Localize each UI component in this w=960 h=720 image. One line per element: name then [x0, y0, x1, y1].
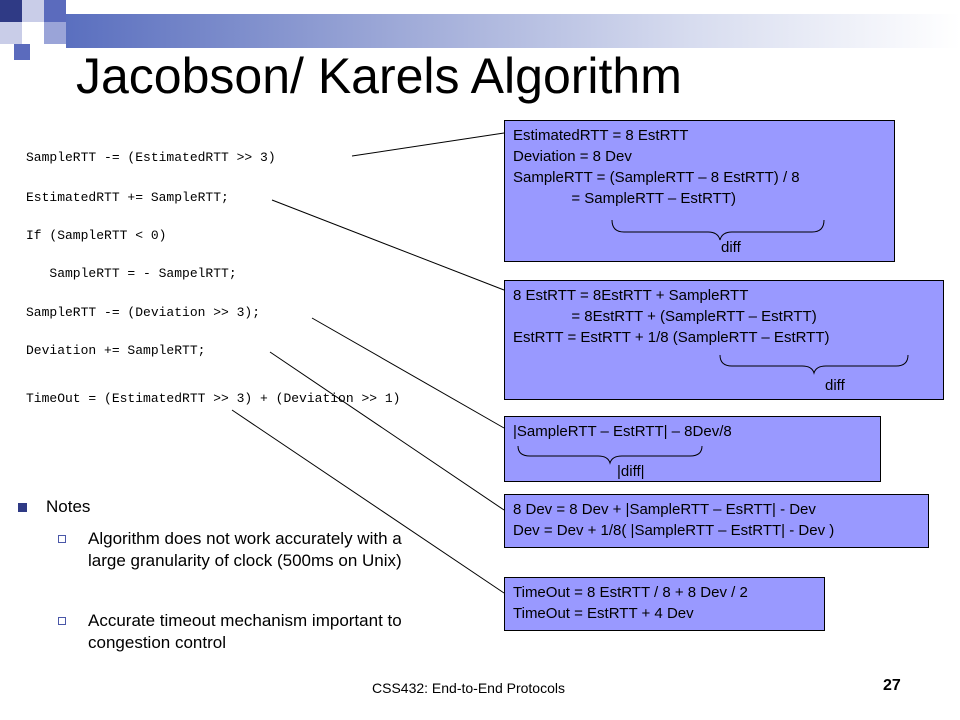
code-line: SampleRTT -= (EstimatedRTT >> 3) — [26, 150, 276, 165]
connector-line — [269, 351, 505, 511]
deco-square — [44, 22, 66, 44]
deco-square — [0, 22, 22, 44]
note-item: Algorithm does not work accurately with … — [88, 529, 402, 570]
box-line: 8 EstRTT = 8EstRTT + SampleRTT — [513, 287, 749, 304]
code-line: If (SampleRTT < 0) — [26, 228, 167, 243]
brace-label: diff — [825, 377, 845, 394]
code-line: SampleRTT = - SampelRTT; — [26, 266, 237, 281]
deco-square — [0, 0, 22, 22]
deco-square — [14, 44, 30, 60]
explanation-box: 8 Dev = 8 Dev + |SampleRTT – EsRTT| - De… — [504, 494, 929, 548]
sub-bullet-icon — [58, 535, 66, 543]
box-line: = 8EstRTT + (SampleRTT – EstRTT) — [513, 308, 817, 325]
deco-square — [22, 22, 44, 44]
note-item: Accurate timeout mechanism important to … — [88, 611, 402, 652]
box-line: SampleRTT = (SampleRTT – 8 EstRTT) / 8 — [513, 169, 800, 186]
box-line: TimeOut = 8 EstRTT / 8 + 8 Dev / 2 — [513, 584, 748, 601]
footer-text: CSS432: End-to-End Protocols — [372, 680, 565, 696]
code-line: Deviation += SampleRTT; — [26, 343, 206, 358]
explanation-box: 8 EstRTT = 8EstRTT + SampleRTT = 8EstRTT… — [504, 280, 944, 400]
box-line: EstRTT = EstRTT + 1/8 (SampleRTT – EstRT… — [513, 329, 830, 346]
box-line: 8 Dev = 8 Dev + |SampleRTT – EsRTT| - De… — [513, 501, 816, 518]
connector-line — [311, 317, 505, 429]
connector-line — [351, 132, 505, 157]
box-line: TimeOut = EstRTT + 4 Dev — [513, 605, 694, 622]
deco-square — [44, 0, 66, 22]
brace-label: |diff| — [617, 463, 645, 480]
box-line: Deviation = 8 Dev — [513, 148, 632, 165]
header-gradient-bar — [66, 14, 960, 48]
page-number: 27 — [883, 677, 901, 694]
brace-label: diff — [721, 239, 741, 256]
box-line: EstimatedRTT = 8 EstRTT — [513, 127, 689, 144]
code-line: TimeOut = (EstimatedRTT >> 3) + (Deviati… — [26, 391, 401, 406]
slide-title: Jacobson/ Karels Algorithm — [76, 48, 682, 104]
box-line: = SampleRTT – EstRTT) — [513, 190, 736, 207]
box-line: |SampleRTT – EstRTT| – 8Dev/8 — [513, 423, 732, 440]
code-line: SampleRTT -= (Deviation >> 3); — [26, 305, 261, 320]
explanation-box: |SampleRTT – EstRTT| – 8Dev/8 |diff| — [504, 416, 881, 482]
connector-line — [271, 199, 505, 291]
notes-heading: Notes — [46, 497, 91, 516]
box-line: Dev = Dev + 1/8( |SampleRTT – EstRTT| - … — [513, 522, 835, 539]
sub-bullet-icon — [58, 617, 66, 625]
code-line: EstimatedRTT += SampleRTT; — [26, 190, 229, 205]
bullet-icon — [18, 503, 27, 512]
explanation-box: EstimatedRTT = 8 EstRTT Deviation = 8 De… — [504, 120, 895, 262]
explanation-box: TimeOut = 8 EstRTT / 8 + 8 Dev / 2 TimeO… — [504, 577, 825, 631]
deco-square — [22, 0, 44, 22]
